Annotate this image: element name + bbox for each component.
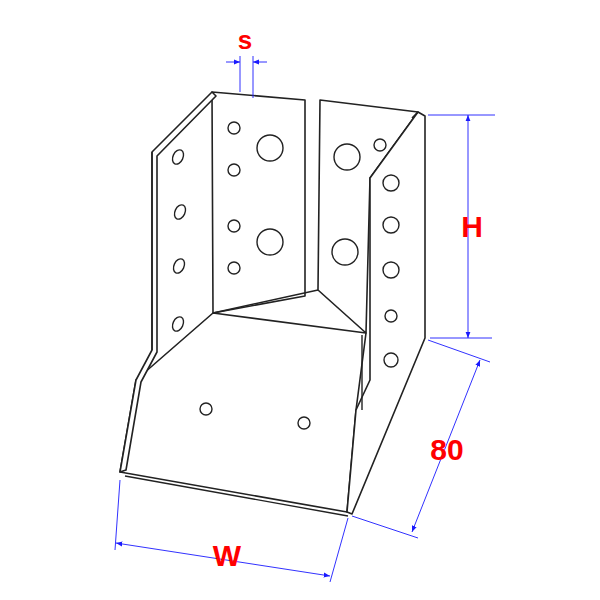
dimension-label: 80 <box>430 435 463 465</box>
dimension-label: W <box>213 541 241 571</box>
dimension-label: s <box>238 27 252 53</box>
dimension-label: H <box>461 212 483 242</box>
